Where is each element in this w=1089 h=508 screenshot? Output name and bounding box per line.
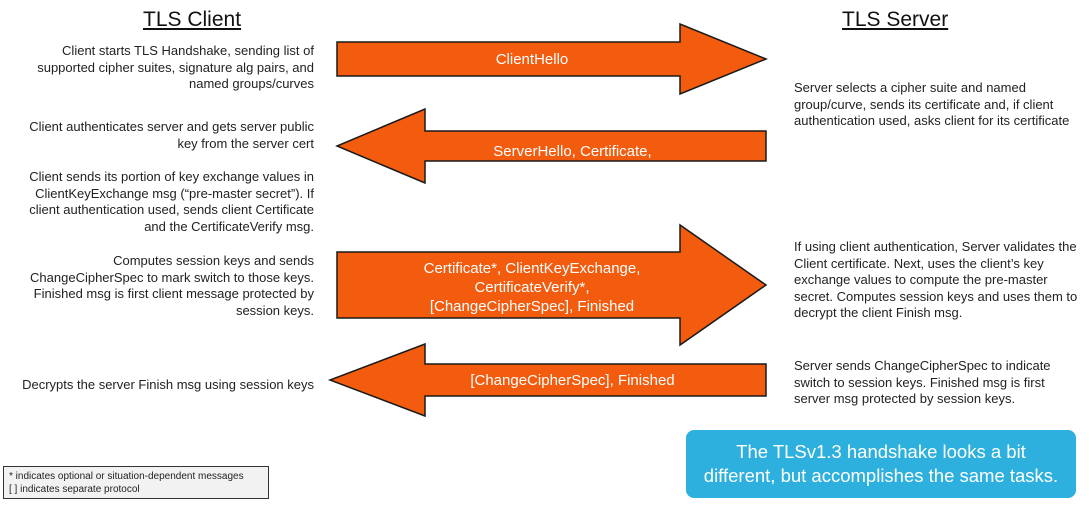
message-line: CertificateVerify*, bbox=[474, 279, 590, 296]
server-finished-label: [ChangeCipherSpec], Finished bbox=[385, 371, 760, 390]
message-line: [ChangeCipherSpec], Finished bbox=[470, 372, 675, 389]
message-line: [ChangeCipherSpec], Finished bbox=[429, 298, 635, 315]
client-key-exchange-arrow bbox=[336, 223, 768, 347]
legend-box: * indicates optional or situation-depend… bbox=[3, 466, 269, 499]
server-hello-label: ServerHello, Certificate, CertificateReq… bbox=[385, 142, 760, 199]
server-step-2: If using client authentication, Server v… bbox=[794, 239, 1078, 320]
message-line: CertificateRequest*, bbox=[505, 162, 640, 179]
client-hello-label: ClientHello bbox=[337, 50, 727, 69]
client-step-5: Decrypts the server Finish msg using ses… bbox=[22, 377, 314, 392]
client-column-heading: TLS Client bbox=[143, 8, 242, 31]
tls13-note: The TLSv1.3 handshake looks a bit differ… bbox=[686, 430, 1076, 498]
message-line: ServerHelloDone bbox=[515, 181, 630, 198]
server-column-heading: TLS Server bbox=[842, 8, 949, 31]
legend-optional: * indicates optional or situation-depend… bbox=[9, 471, 244, 482]
message-line: ClientHello bbox=[495, 51, 569, 68]
server-finished-arrow bbox=[327, 342, 767, 418]
message-line: Certificate*, ClientKeyExchange, bbox=[423, 260, 641, 277]
client-hello-arrow bbox=[336, 22, 768, 96]
server-step-1: Server selects a cipher suite and named … bbox=[794, 80, 1070, 128]
server-step-3: Server sends ChangeCipherSpec to indicat… bbox=[794, 358, 1051, 406]
legend-separate-protocol: [ ] indicates separate protocol bbox=[9, 484, 140, 495]
client-step-1: Client starts TLS Handshake, sending lis… bbox=[37, 43, 314, 91]
client-step-2: Client authenticates server and gets ser… bbox=[29, 119, 314, 151]
client-key-exchange-label: Certificate*, ClientKeyExchange, Certifi… bbox=[337, 259, 727, 316]
message-line: ServerHello, Certificate, bbox=[493, 143, 652, 160]
client-step-4: Computes session keys and sends ChangeCi… bbox=[30, 253, 314, 318]
server-hello-arrow bbox=[335, 107, 767, 185]
client-step-3: Client sends its portion of key exchange… bbox=[29, 169, 314, 234]
